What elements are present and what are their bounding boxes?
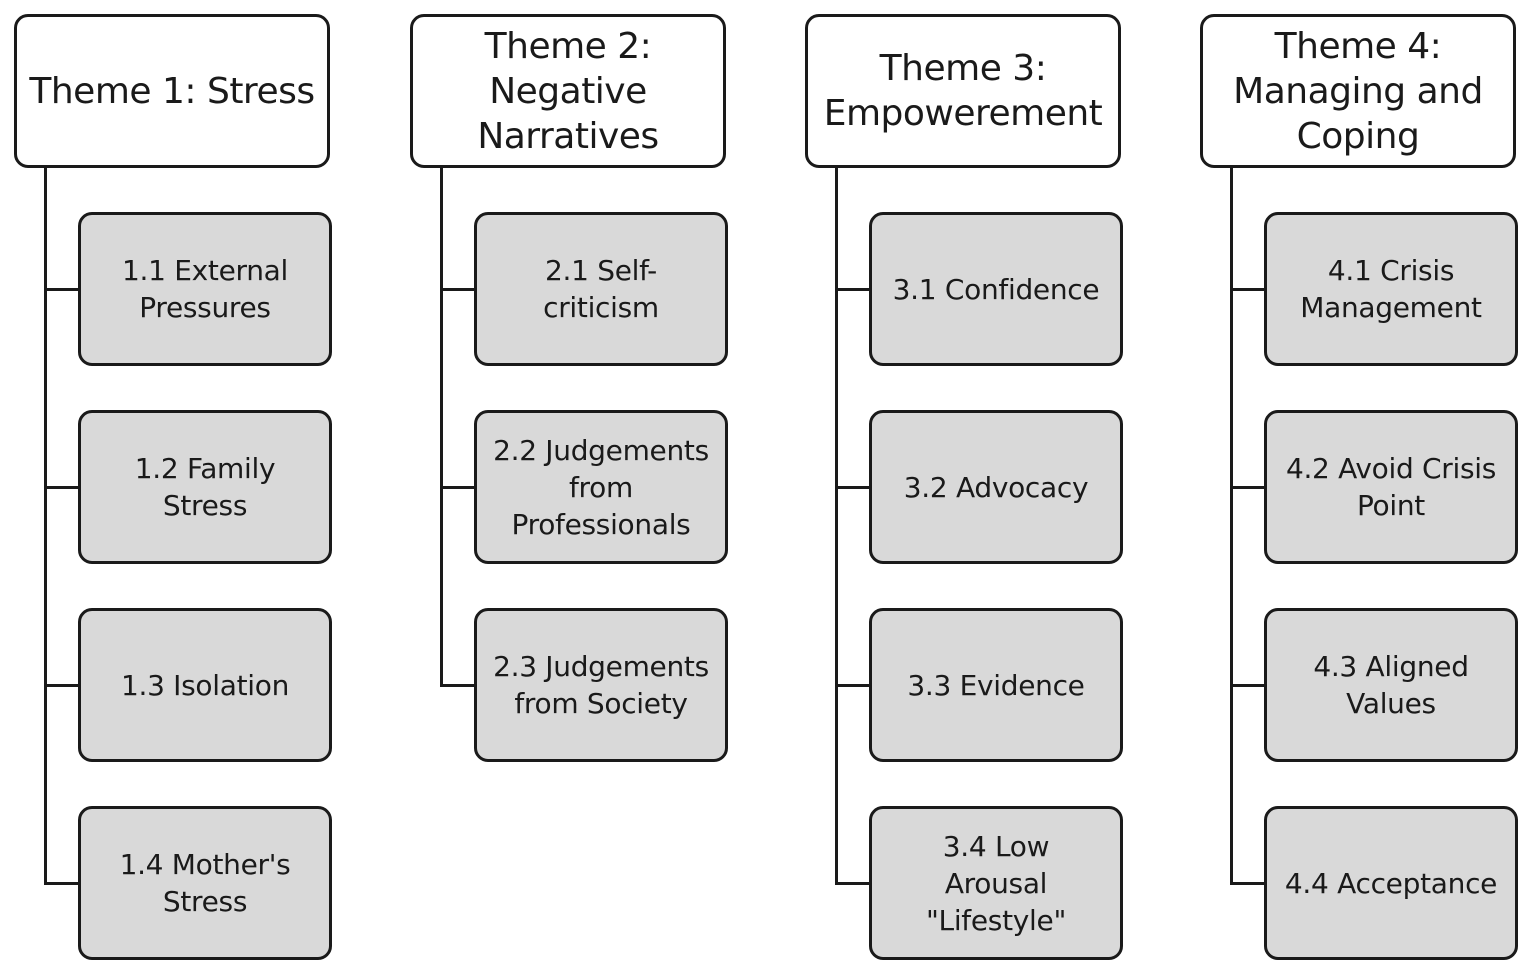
theme-4-branch-3 — [1230, 684, 1266, 687]
theme-column-1: Theme 1: Stress 1.1 External Pressures 1… — [14, 0, 334, 979]
theme-3-branch-1 — [835, 288, 871, 291]
subtheme-3-1-box: 3.1 Confidence — [869, 212, 1123, 366]
subtheme-4-3-box: 4.3 Aligned Values — [1264, 608, 1518, 762]
subtheme-4-4-label: 4.4 Acceptance — [1284, 866, 1498, 900]
subtheme-4-1-label: 4.1 Crisis Management — [1300, 254, 1482, 324]
theme-1-branch-4 — [44, 882, 80, 885]
theme-4-box: Theme 4: Managing and Coping — [1200, 14, 1516, 168]
theme-2-connector-trunk — [440, 168, 443, 686]
subtheme-1-3-label: 1.3 Isolation — [120, 668, 290, 702]
theme-3-box: Theme 3: Empowerement — [805, 14, 1121, 168]
subtheme-3-1-label: 3.1 Confidence — [892, 272, 1100, 306]
theme-4-title: Theme 4: Managing and Coping — [1233, 25, 1483, 157]
theme-1-box: Theme 1: Stress — [14, 14, 330, 168]
theme-3-branch-4 — [835, 882, 871, 885]
theme-2-title: Theme 2: Negative Narratives — [477, 25, 659, 157]
theme-3-title: Theme 3: Empowerement — [823, 48, 1103, 134]
theme-4-branch-4 — [1230, 882, 1266, 885]
subtheme-1-4-label: 1.4 Mother's Stress — [119, 848, 291, 918]
theme-1-branch-1 — [44, 288, 80, 291]
subtheme-1-1-box: 1.1 External Pressures — [78, 212, 332, 366]
subtheme-3-3-box: 3.3 Evidence — [869, 608, 1123, 762]
subtheme-1-3-box: 1.3 Isolation — [78, 608, 332, 762]
theme-2-box: Theme 2: Negative Narratives — [410, 14, 726, 168]
subtheme-2-2-label: 2.2 Judgements from Professionals — [493, 433, 709, 541]
theme-column-2: Theme 2: Negative Narratives 2.1 Self- c… — [410, 0, 730, 979]
theme-2-branch-2 — [440, 486, 476, 489]
theme-4-connector-trunk — [1230, 168, 1233, 884]
subtheme-4-3-label: 4.3 Aligned Values — [1313, 650, 1469, 720]
theme-2-branch-3 — [440, 684, 476, 687]
theme-1-title: Theme 1: Stress — [29, 70, 315, 112]
theme-3-branch-2 — [835, 486, 871, 489]
subtheme-3-3-label: 3.3 Evidence — [907, 668, 1085, 702]
theme-1-branch-2 — [44, 486, 80, 489]
theme-1-branch-3 — [44, 684, 80, 687]
subtheme-4-4-box: 4.4 Acceptance — [1264, 806, 1518, 960]
subtheme-3-4-box: 3.4 Low Arousal "Lifestyle" — [869, 806, 1123, 960]
subtheme-1-4-box: 1.4 Mother's Stress — [78, 806, 332, 960]
subtheme-1-2-box: 1.2 Family Stress — [78, 410, 332, 564]
subtheme-2-1-box: 2.1 Self- criticism — [474, 212, 728, 366]
theme-2-branch-1 — [440, 288, 476, 291]
subtheme-4-1-box: 4.1 Crisis Management — [1264, 212, 1518, 366]
theme-3-connector-trunk — [835, 168, 838, 884]
theme-4-branch-2 — [1230, 486, 1266, 489]
theme-3-branch-3 — [835, 684, 871, 687]
theme-4-branch-1 — [1230, 288, 1266, 291]
subtheme-1-1-label: 1.1 External Pressures — [122, 254, 288, 324]
subtheme-2-1-label: 2.1 Self- criticism — [543, 254, 659, 324]
subtheme-3-4-label: 3.4 Low Arousal "Lifestyle" — [925, 829, 1067, 937]
subtheme-1-2-label: 1.2 Family Stress — [134, 452, 276, 522]
theme-1-connector-trunk — [44, 168, 47, 884]
subtheme-4-2-label: 4.2 Avoid Crisis Point — [1285, 452, 1497, 522]
subtheme-2-3-box: 2.3 Judgements from Society — [474, 608, 728, 762]
subtheme-3-2-box: 3.2 Advocacy — [869, 410, 1123, 564]
theme-column-3: Theme 3: Empowerement 3.1 Confidence 3.2… — [805, 0, 1125, 979]
subtheme-2-3-label: 2.3 Judgements from Society — [493, 650, 709, 720]
theme-column-4: Theme 4: Managing and Coping 4.1 Crisis … — [1200, 0, 1520, 979]
subtheme-3-2-label: 3.2 Advocacy — [903, 470, 1089, 504]
subtheme-2-2-box: 2.2 Judgements from Professionals — [474, 410, 728, 564]
subtheme-4-2-box: 4.2 Avoid Crisis Point — [1264, 410, 1518, 564]
